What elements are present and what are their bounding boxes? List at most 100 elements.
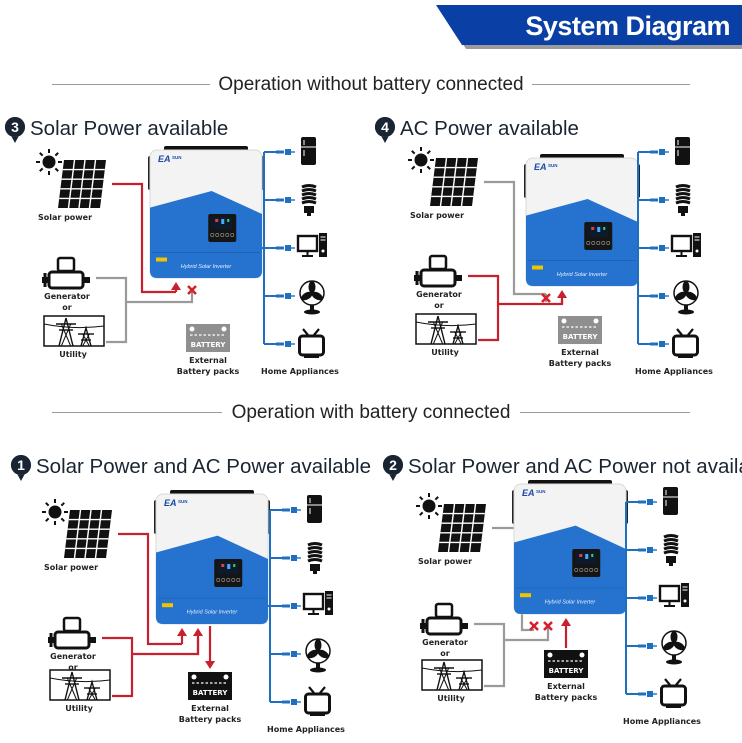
refrigerator-icon	[301, 137, 316, 165]
solar-panel-icon	[438, 503, 486, 553]
header-banner: System Diagram	[436, 5, 742, 49]
computer-icon	[670, 233, 701, 257]
panel-title-text: Solar Power and AC Power not available	[408, 455, 742, 478]
inverter-button	[579, 568, 584, 572]
battery-label-line2: Battery packs	[534, 693, 598, 702]
lightbulb-icon	[675, 184, 691, 216]
solar-power-label: Solar power	[43, 563, 99, 572]
fan-icon	[299, 280, 325, 315]
divider-line-left	[52, 84, 212, 85]
plug-icon	[276, 149, 295, 155]
battery-icon: BATTERY	[544, 650, 588, 678]
refrigerator-icon	[307, 495, 322, 523]
flow-arrow-head	[557, 290, 567, 298]
section-divider-without-battery: Operation without battery connected	[52, 74, 690, 95]
refrigerator-icon	[675, 137, 690, 165]
tv-icon	[298, 328, 325, 358]
or-label: or	[62, 303, 72, 312]
generator-icon	[48, 616, 96, 650]
computer-icon	[302, 591, 333, 615]
plug-icon	[276, 245, 295, 251]
brand-logo-sun: SUN	[548, 163, 558, 168]
inverter-button	[584, 568, 589, 572]
sun-icon	[36, 149, 62, 175]
inverter-button	[210, 233, 215, 237]
divider-line-right	[530, 84, 690, 85]
plug-icon	[282, 699, 301, 705]
warning-label	[520, 593, 531, 598]
utility-tower-icon	[415, 313, 477, 345]
battery-label-line2: Battery packs	[178, 715, 242, 724]
tv-icon	[660, 678, 687, 708]
plug-icon	[638, 691, 657, 697]
inverter-button	[594, 568, 599, 572]
solar-power-label: Solar power	[37, 213, 93, 222]
inverter-name-label: Hybrid Solar Inverter	[557, 272, 609, 278]
or-label: or	[434, 301, 444, 310]
solar-input-line	[484, 180, 546, 296]
number-pin-icon: 3	[4, 117, 25, 143]
divider-line-right	[520, 412, 690, 413]
battery-label-line1: External	[189, 356, 227, 365]
plug-icon	[282, 603, 301, 609]
inverter-front-panel	[514, 525, 626, 614]
solar-panel-icon	[430, 157, 478, 207]
flow-arrow-head	[177, 628, 187, 636]
utility-label: Utility	[437, 694, 465, 703]
inverter-button	[606, 241, 611, 245]
generator-label: Generator	[50, 652, 96, 661]
plug-icon	[650, 341, 669, 347]
solar-power-label: Solar power	[409, 211, 465, 220]
inverter-button	[231, 578, 236, 582]
panel-number: 4	[381, 119, 389, 135]
warning-label	[532, 265, 543, 270]
utility-label: Utility	[59, 350, 87, 359]
inverter-front-panel	[150, 190, 262, 278]
brand-logo: EA	[534, 162, 547, 172]
inverter-button	[574, 568, 579, 572]
lightbulb-icon	[307, 542, 323, 574]
plug-icon	[276, 341, 295, 347]
inverter-button	[601, 241, 606, 245]
home-appliances-label: Home Appliances	[261, 367, 339, 376]
fan-icon	[661, 630, 687, 665]
utility-tower-icon	[43, 315, 105, 347]
battery-icon: BATTERY	[186, 324, 230, 352]
battery-text: BATTERY	[191, 341, 227, 349]
section-label: Operation with battery connected	[223, 402, 519, 423]
refrigerator-icon	[663, 487, 678, 515]
inverter-button	[586, 241, 591, 245]
ac-bus-line	[126, 292, 194, 304]
generator-label: Generator	[422, 638, 468, 647]
inverter-name-label: Hybrid Solar Inverter	[187, 610, 239, 616]
inverter-button	[215, 233, 220, 237]
inverter-button	[596, 241, 601, 245]
sun-icon	[42, 499, 68, 525]
inverter-button	[236, 578, 241, 582]
utility-tower-icon	[49, 669, 111, 701]
inverter-button	[220, 233, 225, 237]
battery-icon: BATTERY	[558, 316, 602, 344]
flow-arrow-head	[171, 282, 181, 290]
ac-bus-line	[132, 638, 200, 656]
blocked-x-icon	[529, 621, 539, 631]
solar-input-line	[112, 182, 176, 294]
plug-icon	[638, 595, 657, 601]
panel-title-text: Solar Power available	[30, 117, 229, 140]
computer-icon	[658, 583, 689, 607]
warning-label	[156, 257, 167, 262]
lightbulb-icon	[663, 534, 679, 566]
plug-icon	[282, 555, 301, 561]
or-label: or	[68, 663, 78, 672]
battery-label-line1: External	[561, 348, 599, 357]
page-title: System Diagram	[525, 11, 730, 41]
